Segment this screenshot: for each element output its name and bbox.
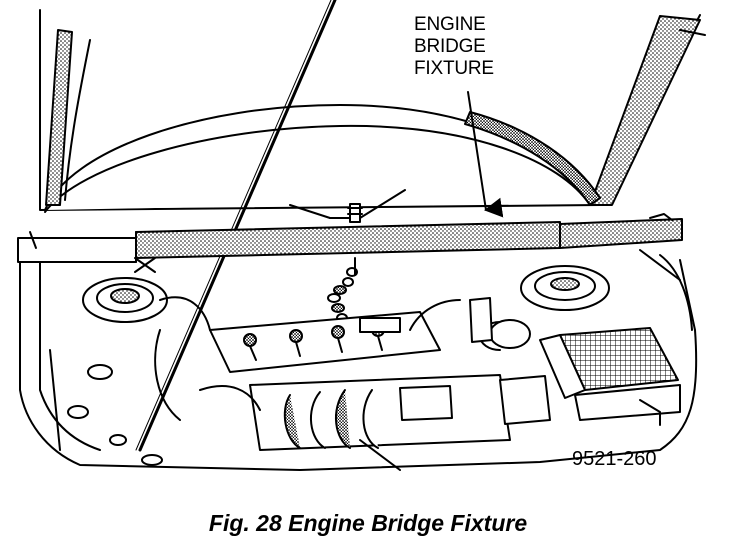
hood-prop-rod	[135, 0, 337, 452]
engine-bay-illustration	[17, 0, 706, 471]
lift-chain	[327, 267, 358, 323]
raised-hood	[39, 9, 706, 213]
callout-line-1: ENGINE	[414, 14, 486, 35]
fender-outline	[19, 249, 698, 471]
engine-block	[154, 296, 441, 421]
reservoir-caps	[49, 349, 661, 466]
strut-tower-right	[520, 265, 610, 311]
callout-line-2: BRIDGE	[414, 36, 486, 57]
callout-label: ENGINE BRIDGE FIXTURE	[414, 14, 514, 80]
engine-bridge-fixture	[17, 189, 683, 323]
callout-line-3: FIXTURE	[414, 58, 494, 79]
figure-caption: Fig. 28 Engine Bridge Fixture	[208, 510, 528, 536]
strut-tower-left	[82, 277, 168, 323]
figure-code: 9521-260	[572, 448, 657, 470]
callout-arrow	[467, 91, 504, 218]
air-filter-box	[409, 297, 681, 425]
exhaust-manifold	[199, 374, 511, 471]
